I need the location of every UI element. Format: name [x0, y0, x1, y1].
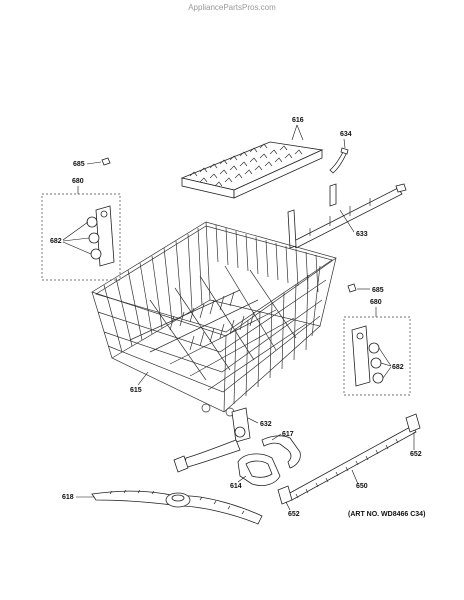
- callout-614: 614: [230, 483, 242, 490]
- part-650-rail[interactable]: [287, 425, 417, 501]
- part-617-hose[interactable]: [261, 435, 301, 469]
- callout-682-right: 682: [392, 364, 404, 371]
- callout-634: 634: [340, 131, 352, 138]
- part-652-endcap-bottom[interactable]: [277, 485, 293, 505]
- callout-615: 615: [130, 387, 142, 394]
- callout-616: 616: [292, 117, 304, 124]
- callout-682-left: 682: [50, 238, 62, 245]
- callout-680-right: 680: [370, 299, 382, 306]
- callout-680-left: 680: [72, 178, 84, 185]
- group-680-left-box: [41, 193, 121, 281]
- group-680-right-box: [343, 316, 411, 396]
- part-652-endcap-right[interactable]: [405, 413, 421, 433]
- callout-650: 650: [356, 483, 368, 490]
- part-615-upper-rack[interactable]: [91, 221, 337, 417]
- part-685-clip-top[interactable]: [101, 157, 111, 166]
- callout-633: 633: [356, 231, 368, 238]
- art-number: (ART NO. WD8466 C34): [348, 511, 425, 518]
- part-618-spray-arm[interactable]: [91, 489, 263, 525]
- part-634-tube[interactable]: [329, 147, 349, 174]
- part-632-feed-tube[interactable]: [173, 407, 251, 473]
- callout-617: 617: [282, 431, 294, 438]
- callout-652-bottom: 652: [288, 511, 300, 518]
- part-685-clip-right[interactable]: [347, 283, 357, 293]
- callout-652-right: 652: [410, 451, 422, 458]
- callout-685-top: 685: [73, 161, 85, 168]
- watermark: AppliancePartsPros.com: [188, 3, 276, 12]
- part-680-right-rack-roller[interactable]: [351, 325, 384, 387]
- part-680-left-rack-roller[interactable]: [86, 205, 115, 267]
- part-633-manifold[interactable]: [287, 183, 407, 249]
- part-614-housing[interactable]: [237, 453, 281, 486]
- part-616-tine-rows[interactable]: [180, 141, 324, 199]
- callout-618: 618: [62, 494, 74, 501]
- callout-632: 632: [260, 421, 272, 428]
- callout-685-right: 685: [372, 287, 384, 294]
